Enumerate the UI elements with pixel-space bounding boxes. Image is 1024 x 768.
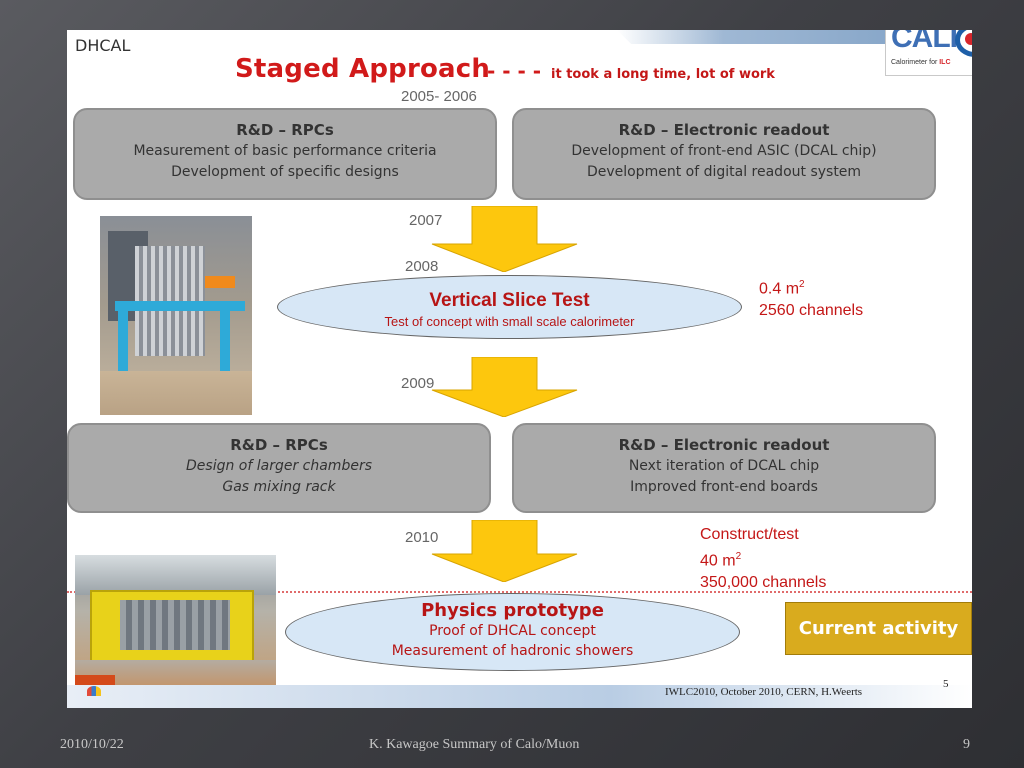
title-dash: - - - - <box>487 59 542 83</box>
vertical-slice-test-ellipse: Vertical Slice Test Test of concept with… <box>277 275 742 339</box>
year-label-2007: 2007 <box>409 212 443 229</box>
section-label: DHCAL <box>75 36 131 55</box>
small-logo-icon <box>87 686 101 696</box>
box-heading: R&D – RPCs <box>230 436 328 454</box>
bottom-decor-band <box>67 685 972 708</box>
year-label-2010: 2010 <box>405 529 439 546</box>
vertical-slice-test-photo <box>100 216 252 415</box>
vst-title: Vertical Slice Test <box>429 290 590 311</box>
logo-text: CALI <box>891 30 958 54</box>
box-line: Improved front-end boards <box>630 479 818 495</box>
rpc-rd-box-1: R&D – RPCs Measurement of basic performa… <box>73 108 497 200</box>
vst-note: 0.4 m2 2560 channels <box>759 274 863 322</box>
phys-title: Physics prototype <box>421 600 604 621</box>
top-decor-band <box>617 30 972 44</box>
phys-line: Measurement of hadronic showers <box>391 643 634 659</box>
phys-line: Proof of DHCAL concept <box>429 623 596 639</box>
inner-slide-number: 5 <box>943 678 949 690</box>
footer-date: 2010/10/22 <box>60 737 124 752</box>
slide-canvas: CALI Calorimeter for ILC DHCAL Staged Ap… <box>67 30 972 708</box>
rpc-rd-box-2: R&D – RPCs Design of larger chambers Gas… <box>67 423 491 513</box>
vst-desc: Test of concept with small scale calorim… <box>384 314 635 329</box>
physics-area: 40 m2 <box>700 551 742 570</box>
box-line: Development of specific designs <box>171 164 399 180</box>
year-label-2009: 2009 <box>401 375 435 392</box>
electronic-rd-box-2: R&D – Electronic readout Next iteration … <box>512 423 936 513</box>
footer-page-number: 9 <box>963 737 970 752</box>
vst-area: 0.4 m2 <box>759 279 805 298</box>
slide-subtitle: it took a long time, lot of work <box>551 67 775 82</box>
box-line: Development of front-end ASIC (DCAL chip… <box>571 143 877 159</box>
logo-dot-icon <box>965 33 972 45</box>
dotted-divider <box>67 591 972 593</box>
slide-title: Staged Approach <box>235 54 491 84</box>
down-arrow-icon <box>431 520 578 582</box>
box-heading: R&D – RPCs <box>236 121 334 139</box>
logo-tagline: Calorimeter for ILC <box>891 59 951 66</box>
down-arrow-icon <box>431 206 578 272</box>
box-line: Next iteration of DCAL chip <box>628 458 820 474</box>
box-heading: R&D – Electronic readout <box>618 121 830 139</box>
physics-prototype-ellipse: Physics prototype Proof of DHCAL concept… <box>285 593 740 671</box>
physics-note-line: Construct/test <box>700 526 799 543</box>
box-line: Gas mixing rack <box>222 479 336 495</box>
physics-channels: 350,000 channels <box>700 574 827 592</box>
slide-footer: IWLC2010, October 2010, CERN, H.Weerts <box>665 686 863 698</box>
year-label-2008: 2008 <box>405 258 439 275</box>
physics-note: Construct/test 40 m2 350,000 channels <box>700 524 826 594</box>
down-arrow-icon <box>431 357 578 417</box>
current-activity-badge: Current activity <box>785 602 972 655</box>
box-line: Development of digital readout system <box>586 164 862 180</box>
footer-author: K. Kawagoe Summary of Calo/Muon <box>369 737 580 752</box>
box-heading: R&D – Electronic readout <box>618 436 830 454</box>
electronic-rd-box-1: R&D – Electronic readout Development of … <box>512 108 936 200</box>
vst-channels: 2560 channels <box>759 302 864 320</box>
physics-prototype-photo <box>75 555 276 695</box>
box-line: Design of larger chambers <box>186 458 372 474</box>
box-line: Measurement of basic performance criteri… <box>133 143 437 159</box>
year-label-2005-2006: 2005- 2006 <box>401 88 477 105</box>
calice-logo: CALI Calorimeter for ILC <box>885 30 972 76</box>
